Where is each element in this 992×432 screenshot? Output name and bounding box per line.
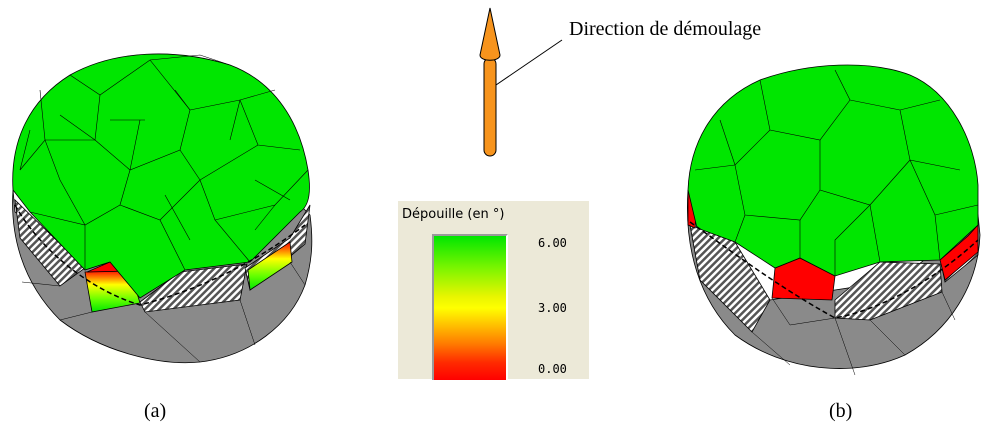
- demolding-arrow: [479, 7, 563, 157]
- caption-a: (a): [144, 400, 167, 422]
- legend-tick-min: 0.00: [538, 362, 567, 376]
- legend-tick-max: 6.00: [538, 236, 567, 250]
- legend-title: Dépouille (en °): [402, 207, 505, 222]
- draft-angle-legend: Dépouille (en °) 6.00 3.00 0.00: [398, 201, 589, 380]
- sphere-a: [12, 53, 313, 364]
- sphere-b: [687, 64, 981, 376]
- legend-color-bar: [432, 234, 508, 380]
- caption-b: (b): [829, 400, 853, 422]
- demolding-direction-label: Direction de démoulage: [569, 18, 762, 40]
- legend-tick-mid: 3.00: [538, 301, 567, 315]
